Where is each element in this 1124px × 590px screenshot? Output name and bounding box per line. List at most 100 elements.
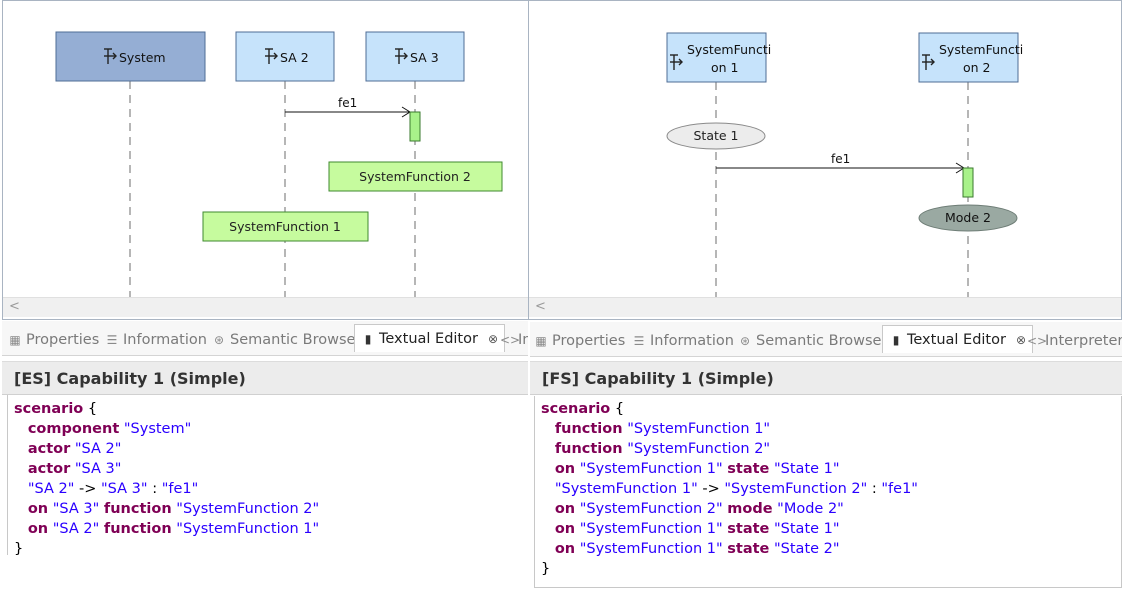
close-icon[interactable]: ⊗	[1015, 332, 1027, 347]
right-diagram-canvas[interactable]: SystemFuncti on 1 SystemFuncti on 2 Stat…	[528, 0, 1122, 320]
code-keyword: scenario	[541, 401, 611, 417]
lifeline-label-line2: on 1	[711, 60, 739, 75]
tab-information[interactable]: ☰ Information	[632, 330, 734, 352]
tab-label: Information	[123, 332, 207, 348]
code-string: "fe1"	[161, 481, 199, 497]
code-string: "SystemFunction 1"	[627, 421, 771, 437]
code-line[interactable]: "SystemFunction 1" -> "SystemFunction 2"…	[541, 479, 918, 499]
lifeline-head-systemfunction2[interactable]: SystemFuncti on 2	[918, 32, 1023, 83]
code-string: "SystemFunction 2"	[627, 441, 771, 457]
left-code-text[interactable]: scenario { component "System" actor "SA …	[14, 399, 319, 559]
code-string: "SystemFunction 1"	[554, 481, 698, 497]
close-icon[interactable]: ⊗	[487, 331, 499, 346]
code-text	[541, 461, 555, 477]
lifeline-head-sa3[interactable]: SA 3	[365, 31, 465, 82]
tab-textual-editor[interactable]: ▮ Textual Editor ⊗	[354, 324, 506, 352]
lifeline-label-line1: SystemFuncti	[687, 42, 771, 57]
code-line[interactable]: function "SystemFunction 1"	[541, 419, 918, 439]
code-text	[541, 421, 555, 437]
function-box-systemfunction1[interactable]: SystemFunction 1	[202, 211, 369, 242]
code-string: "SystemFunction 1"	[579, 461, 723, 477]
tab-information[interactable]: ☰ Information	[105, 329, 207, 351]
code-line[interactable]: }	[541, 559, 918, 579]
code-string: "SystemFunction 1"	[579, 541, 723, 557]
right-sequence-diagram: SystemFuncti on 1 SystemFuncti on 2 Stat…	[666, 32, 1023, 297]
message-label: fe1	[338, 96, 357, 110]
actor-icon	[670, 54, 683, 70]
lifeline-head-system[interactable]: System	[55, 31, 206, 82]
right-code-text[interactable]: scenario { function "SystemFunction 1" f…	[541, 399, 918, 579]
tab-semantic-browser[interactable]: ⊛ Semantic Browser	[212, 329, 361, 351]
execution-sa3[interactable]	[409, 111, 421, 142]
code-text	[541, 521, 555, 537]
information-icon: ☰	[633, 334, 645, 348]
tab-label: Textual Editor	[379, 330, 478, 347]
component-icon	[104, 48, 117, 64]
right-horizontal-scrollbar[interactable]: <	[529, 297, 1121, 317]
code-keyword: on	[554, 501, 576, 517]
code-keyword: on	[554, 541, 576, 557]
code-string: "Mode 2"	[777, 501, 844, 517]
code-line[interactable]: actor "SA 3"	[14, 459, 319, 479]
left-editor-title: [ES] Capability 1 (Simple)	[2, 361, 528, 395]
code-text	[14, 481, 28, 497]
state-state1[interactable]: State 1	[666, 122, 766, 150]
code-line[interactable]: actor "SA 2"	[14, 439, 319, 459]
code-line[interactable]: on "SA 2" function "SystemFunction 1"	[14, 519, 319, 539]
tab-interpreter[interactable]: <> Interpreter	[1027, 330, 1122, 352]
code-text	[541, 441, 555, 457]
code-string: "State 1"	[774, 521, 840, 537]
tab-textual-editor[interactable]: ▮ Textual Editor ⊗	[882, 325, 1034, 353]
left-horizontal-scrollbar[interactable]: <	[3, 297, 528, 317]
message-fe1[interactable]: fe1	[285, 96, 411, 118]
tab-properties[interactable]: ▦ Properties	[534, 330, 625, 352]
left-diagram-canvas[interactable]: System SA 2 SA 3 fe1	[2, 0, 529, 320]
tab-label: Properties	[552, 333, 626, 349]
code-line[interactable]: on "SystemFunction 2" mode "Mode 2"	[541, 499, 918, 519]
scroll-left-icon[interactable]: <	[535, 299, 546, 314]
actor-icon	[265, 48, 278, 64]
code-line[interactable]: "SA 2" -> "SA 3" : "fe1"	[14, 479, 319, 499]
mode-mode2[interactable]: Mode 2	[918, 204, 1018, 232]
code-text	[14, 501, 28, 517]
textual-editor-icon: ▮	[892, 332, 900, 347]
tab-label: Semantic Browser	[756, 333, 888, 349]
lifeline-label-system: System	[119, 50, 166, 65]
right-editor-area[interactable]: scenario { function "SystemFunction 1" f…	[534, 396, 1122, 588]
code-keyword: function	[554, 441, 623, 457]
function-box-systemfunction2[interactable]: SystemFunction 2	[328, 161, 503, 192]
tab-properties[interactable]: ▦ Properties	[8, 329, 99, 351]
code-line[interactable]: on "SystemFunction 1" state "State 2"	[541, 539, 918, 559]
actor-icon	[395, 48, 408, 64]
code-text: {	[610, 401, 625, 417]
scroll-left-icon[interactable]: <	[9, 299, 20, 314]
execution-systemfunction2[interactable]	[962, 167, 974, 198]
code-keyword: function	[103, 521, 172, 537]
code-line[interactable]: on "SystemFunction 1" state "State 1"	[541, 459, 918, 479]
lifeline-head-sa2[interactable]: SA 2	[235, 31, 335, 82]
semantic-browser-icon: ⊛	[739, 334, 751, 348]
tab-label: Semantic Browser	[230, 332, 362, 348]
lifeline-head-systemfunction1[interactable]: SystemFuncti on 1	[666, 32, 771, 83]
left-sequence-diagram: System SA 2 SA 3 fe1	[55, 31, 503, 297]
tab-semantic-browser[interactable]: ⊛ Semantic Browser	[738, 330, 887, 352]
code-line[interactable]: function "SystemFunction 2"	[541, 439, 918, 459]
message-fe1[interactable]: fe1	[716, 152, 965, 174]
right-editor-title: [FS] Capability 1 (Simple)	[530, 361, 1122, 395]
code-line[interactable]: scenario {	[14, 399, 319, 419]
tab-interpreter[interactable]: <> In	[500, 329, 528, 351]
code-line[interactable]: on "SA 3" function "SystemFunction 2"	[14, 499, 319, 519]
code-line[interactable]: }	[14, 539, 319, 559]
left-editor-area[interactable]: scenario { component "System" actor "SA …	[7, 395, 529, 557]
code-keyword: on	[554, 521, 576, 537]
lifeline-label-sa3: SA 3	[410, 50, 439, 65]
code-string: "State 2"	[774, 541, 840, 557]
tab-label: Information	[650, 333, 734, 349]
code-line[interactable]: component "System"	[14, 419, 319, 439]
code-string: "SystemFunction 2"	[579, 501, 723, 517]
code-text: :	[867, 481, 882, 497]
code-line[interactable]: scenario {	[541, 399, 918, 419]
code-string: "State 1"	[774, 461, 840, 477]
tab-label: In	[518, 332, 528, 348]
code-line[interactable]: on "SystemFunction 1" state "State 1"	[541, 519, 918, 539]
